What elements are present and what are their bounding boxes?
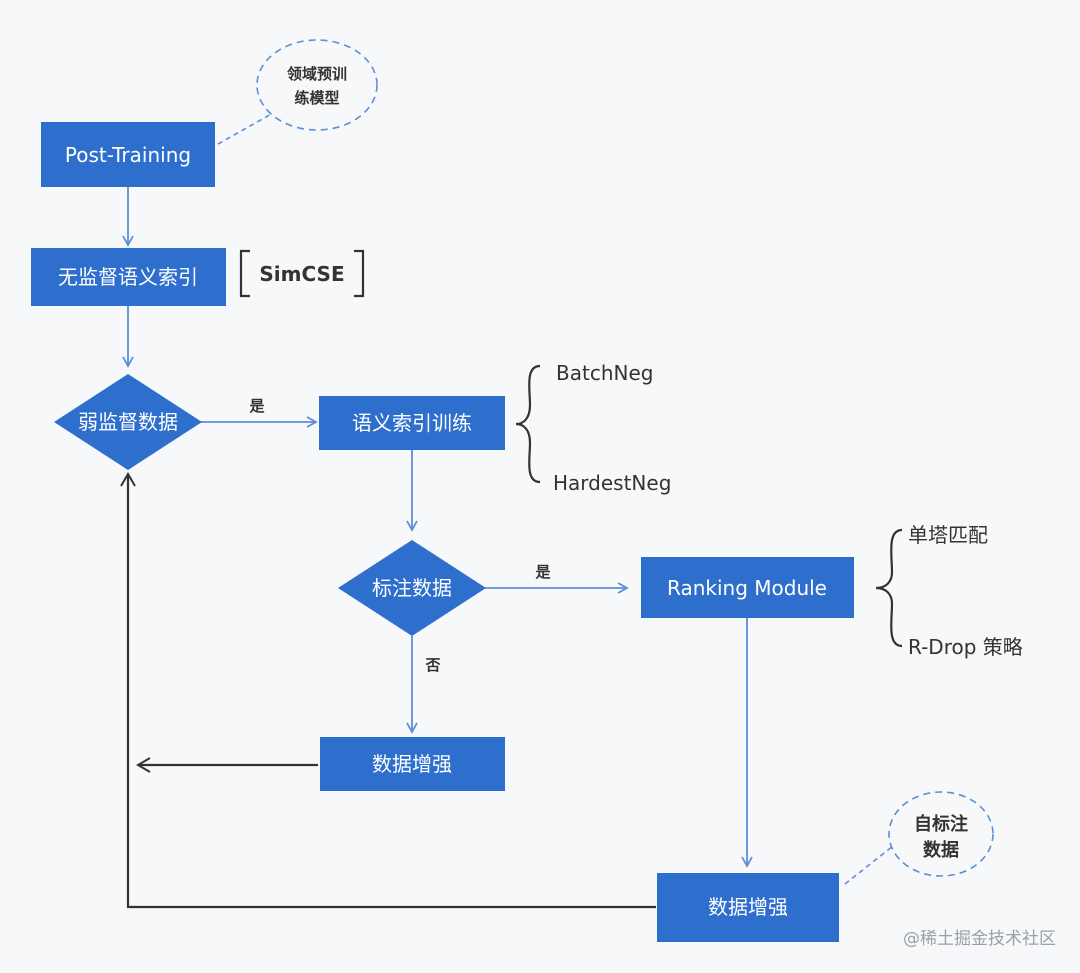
single-tower-label: 单塔匹配 bbox=[908, 523, 988, 547]
annotation-simcse: SimCSE bbox=[239, 249, 365, 298]
node-data-augment-left: 数据增强 bbox=[320, 737, 505, 791]
edge-label-yes: 是 bbox=[248, 397, 265, 415]
node-label: Ranking Module bbox=[667, 576, 827, 600]
batchneg-label: BatchNeg bbox=[556, 361, 653, 385]
edge-label-yes: 是 bbox=[534, 563, 551, 581]
node-post-training: Post-Training bbox=[41, 122, 215, 187]
node-label: 数据增强 bbox=[372, 752, 452, 776]
node-data-augment-bottom: 数据增强 bbox=[657, 873, 839, 942]
rdrop-label: R-Drop 策略 bbox=[908, 635, 1023, 659]
bubble-domain-pretrain: 领域预训 练模型 bbox=[256, 39, 378, 131]
node-label: Post-Training bbox=[65, 143, 191, 167]
node-semantic-index-training: 语义索引训练 bbox=[319, 396, 505, 450]
annotation-negatives: BatchNeg HardestNeg bbox=[515, 361, 671, 495]
bubble-text-line2: 练模型 bbox=[294, 89, 339, 107]
bubble-text-line1: 领域预训 bbox=[286, 65, 347, 83]
bubble-connector-top bbox=[217, 107, 283, 145]
edge-label-no: 否 bbox=[424, 656, 440, 674]
bubble-text-line1: 自标注 bbox=[914, 813, 968, 835]
hardestneg-label: HardestNeg bbox=[553, 471, 671, 495]
node-label: 数据增强 bbox=[708, 895, 788, 919]
watermark: @稀土掘金技术社区 bbox=[903, 929, 1056, 949]
node-ranking-module: Ranking Module bbox=[641, 557, 854, 618]
node-unsupervised-index: 无监督语义索引 bbox=[31, 248, 226, 306]
curly-brace-icon bbox=[875, 528, 903, 648]
node-label: 语义索引训练 bbox=[352, 411, 472, 435]
node-weak-supervision: 弱监督数据 bbox=[54, 374, 202, 470]
bubble-text-line2: 数据 bbox=[923, 839, 959, 861]
bubble-self-label: 自标注 数据 bbox=[888, 791, 994, 877]
node-label: 弱监督数据 bbox=[78, 410, 178, 434]
simcse-label: SimCSE bbox=[259, 262, 344, 286]
node-label: 无监督语义索引 bbox=[58, 265, 198, 289]
bubble-connector-bottom bbox=[844, 845, 894, 885]
curly-brace-icon bbox=[515, 364, 541, 484]
node-labeled-data: 标注数据 bbox=[338, 540, 486, 636]
annotation-ranking-methods: 单塔匹配 R-Drop 策略 bbox=[875, 523, 1023, 659]
arrow-bottom-loop-back bbox=[120, 472, 656, 909]
node-label: 标注数据 bbox=[372, 576, 452, 600]
